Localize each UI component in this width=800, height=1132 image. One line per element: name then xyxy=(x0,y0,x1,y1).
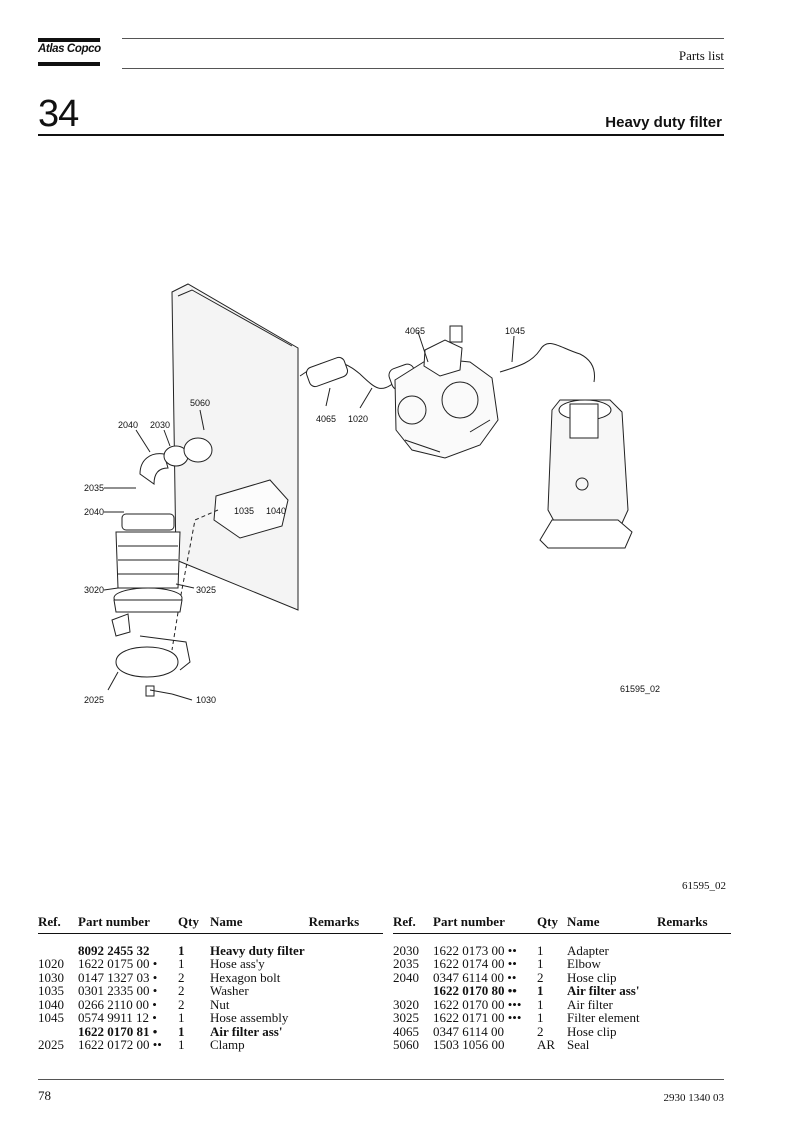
label-2040-top: 2040 xyxy=(118,420,138,430)
section-label: Parts list xyxy=(678,48,724,63)
label-1045: 1045 xyxy=(505,326,525,336)
label-2030: 2030 xyxy=(150,420,170,430)
drawing-figure-id: 61595_02 xyxy=(620,684,660,694)
chapter-number: 34 xyxy=(38,93,79,135)
header-rule-top xyxy=(122,38,724,39)
label-2025: 2025 xyxy=(84,695,104,705)
label-2040-mid: 2040 xyxy=(84,507,104,517)
label-4065-top: 4065 xyxy=(405,326,425,336)
parts-table-left: Ref. Part number Qty Name Remarks 8092 2… xyxy=(38,915,383,1052)
logo-bar-bottom xyxy=(38,62,100,66)
col-ref: Ref. xyxy=(38,915,78,934)
label-2035: 2035 xyxy=(84,483,104,493)
table-header-row: Ref. Part number Qty Name Remarks xyxy=(393,915,731,934)
page-number: 78 xyxy=(38,1088,51,1103)
col-ref: Ref. xyxy=(393,915,433,934)
exploded-parts-drawing: 4065 1045 5060 2040 2030 2035 2040 1035 … xyxy=(84,283,660,705)
header-rule-bottom xyxy=(122,68,724,69)
col-qty: Qty xyxy=(537,915,567,934)
label-1035: 1035 xyxy=(234,506,254,516)
document-number: 2930 1340 03 xyxy=(663,1092,725,1104)
logo-text: Atlas Copco xyxy=(38,43,101,55)
label-3020: 3020 xyxy=(84,585,104,595)
col-remarks: Remarks xyxy=(657,915,731,934)
label-1020: 1020 xyxy=(348,414,368,424)
col-name: Name xyxy=(567,915,657,934)
col-part-number: Part number xyxy=(433,915,537,934)
figure-reference: 61595_02 xyxy=(682,880,726,892)
atlas-copco-logo: Atlas Copco xyxy=(38,38,101,66)
label-1030: 1030 xyxy=(196,695,216,705)
chapter-title: Heavy duty filter xyxy=(605,114,722,131)
col-qty: Qty xyxy=(178,915,210,934)
footer-rule xyxy=(38,1079,724,1080)
col-remarks: Remarks xyxy=(308,915,383,934)
label-5060: 5060 xyxy=(190,398,210,408)
col-name: Name xyxy=(210,915,309,934)
label-3025: 3025 xyxy=(196,585,216,595)
col-part-number: Part number xyxy=(78,915,178,934)
label-4065-bottom: 4065 xyxy=(316,414,336,424)
label-1040: 1040 xyxy=(266,506,286,516)
logo-bar-top xyxy=(38,38,100,42)
table-header-row: Ref. Part number Qty Name Remarks xyxy=(38,915,383,934)
title-rule xyxy=(38,134,724,136)
